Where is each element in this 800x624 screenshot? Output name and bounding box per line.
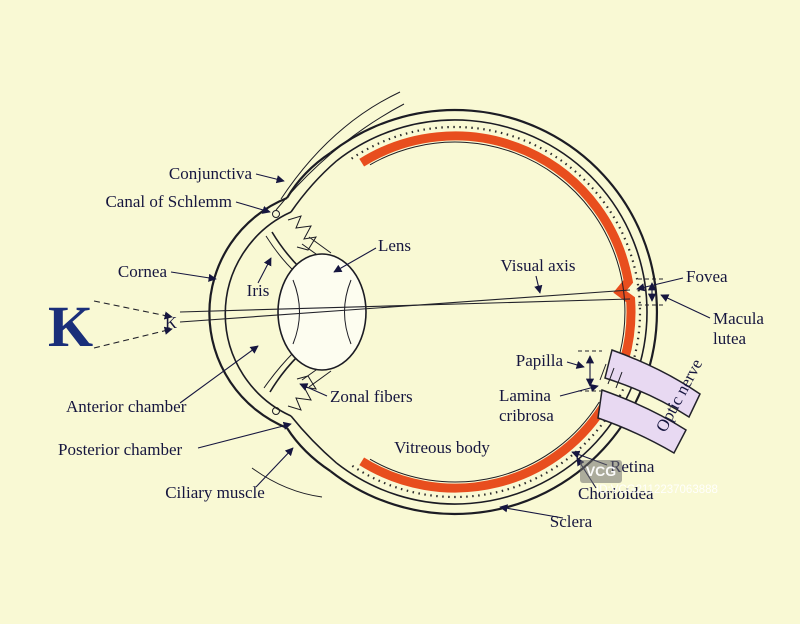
text-labels: Conjunctiva Canal of Schlemm Cornea Iris… bbox=[48, 164, 764, 531]
limbus-bottom-join bbox=[286, 427, 332, 473]
leader-conjunctiva bbox=[255, 173, 285, 184]
leader-cornea bbox=[170, 271, 217, 282]
iris-upper-2 bbox=[265, 235, 296, 273]
leader-canal-of-schlemm bbox=[235, 201, 271, 214]
leader-iris bbox=[257, 257, 272, 284]
label-iris: Iris bbox=[247, 281, 270, 300]
optic-nerve-shape-lower bbox=[597, 388, 687, 455]
label-vitreous-body: Vitreous body bbox=[394, 438, 490, 457]
limbus-bottom-join-inner bbox=[290, 415, 338, 464]
label-anterior-chamber: Anterior chamber bbox=[66, 397, 187, 416]
label-macula-lutea-2: lutea bbox=[713, 329, 746, 348]
sclera-outer-outline bbox=[329, 108, 658, 516]
label-macula-lutea-1: Macula bbox=[713, 309, 764, 328]
conjunctiva-fold-1 bbox=[280, 91, 401, 200]
leader-lens bbox=[333, 247, 377, 273]
retina-layer bbox=[359, 131, 636, 362]
label-sclera: Sclera bbox=[550, 512, 593, 531]
leader-fovea bbox=[636, 277, 684, 292]
conjunctiva-fold-bottom bbox=[251, 467, 323, 498]
label-lamina-cribrosa-1: Lamina bbox=[499, 386, 551, 405]
lens-inner-arc-right bbox=[344, 279, 352, 345]
watermark-id-text: ID:VCG2112237063888 bbox=[596, 484, 718, 496]
watermark-logo-box bbox=[580, 460, 622, 483]
watermark: VCG ID:VCG2112237063888 bbox=[580, 460, 718, 496]
label-lens: Lens bbox=[378, 236, 411, 255]
k-ray-upper bbox=[93, 300, 173, 320]
canal-of-schlemm-top bbox=[272, 210, 280, 218]
label-zonal-fibers: Zonal fibers bbox=[330, 387, 413, 406]
label-canal-of-schlemm: Canal of Schlemm bbox=[105, 192, 232, 211]
k-object-letter: K bbox=[48, 294, 93, 359]
retina-inner-line bbox=[369, 141, 626, 354]
retina-layer-lower bbox=[359, 397, 612, 493]
leader-anterior-chamber bbox=[179, 345, 259, 404]
leader-lamina-cribrosa bbox=[559, 383, 599, 397]
leader-macula-lutea bbox=[660, 294, 711, 319]
eyeball-structure bbox=[208, 91, 701, 516]
optic-nerve-shape bbox=[604, 349, 701, 419]
leader-posterior-chamber bbox=[197, 421, 292, 449]
label-chorioidea: Chorioidea bbox=[578, 484, 654, 503]
lamina-cribrosa-hatch bbox=[599, 363, 623, 389]
conjunctiva-fold-2 bbox=[275, 103, 405, 211]
papilla-extent-marker bbox=[578, 350, 602, 392]
leader-visual-axis bbox=[534, 275, 543, 294]
iris-lower-2 bbox=[263, 351, 295, 389]
label-visual-axis: Visual axis bbox=[501, 256, 576, 275]
label-lamina-cribrosa-2: cribrosa bbox=[499, 406, 554, 425]
limbus-top-join-inner bbox=[290, 160, 338, 213]
label-papilla: Papilla bbox=[516, 351, 564, 370]
label-cornea: Cornea bbox=[118, 262, 168, 281]
macula-extent-marker bbox=[638, 278, 666, 306]
label-posterior-chamber: Posterior chamber bbox=[58, 440, 182, 459]
label-fovea: Fovea bbox=[686, 267, 728, 286]
k-ray-lower bbox=[93, 326, 173, 349]
leader-sclera bbox=[499, 504, 564, 519]
lens-inner-arc-left bbox=[292, 279, 300, 345]
cornea-inner-outline bbox=[224, 211, 292, 417]
axes-and-marks bbox=[93, 278, 666, 392]
label-conjunctiva: Conjunctiva bbox=[169, 164, 253, 183]
k-axis-letter: K bbox=[165, 313, 178, 332]
ciliary-muscle-top bbox=[287, 215, 318, 251]
leader-papilla bbox=[566, 360, 585, 369]
leader-zonal-fibers bbox=[299, 383, 328, 397]
label-ciliary-muscle: Ciliary muscle bbox=[165, 483, 265, 502]
retina-inner-line-lower bbox=[369, 401, 600, 483]
optical-axis-line bbox=[179, 298, 631, 313]
canal-of-schlemm-bottom bbox=[272, 407, 280, 415]
watermark-logo-text: VCG bbox=[586, 463, 616, 479]
ciliary-muscle-bottom bbox=[287, 375, 318, 411]
sclera-inner-outline bbox=[336, 119, 648, 505]
leader-ciliary-muscle bbox=[255, 447, 294, 488]
cornea-outer-outline bbox=[208, 196, 288, 430]
